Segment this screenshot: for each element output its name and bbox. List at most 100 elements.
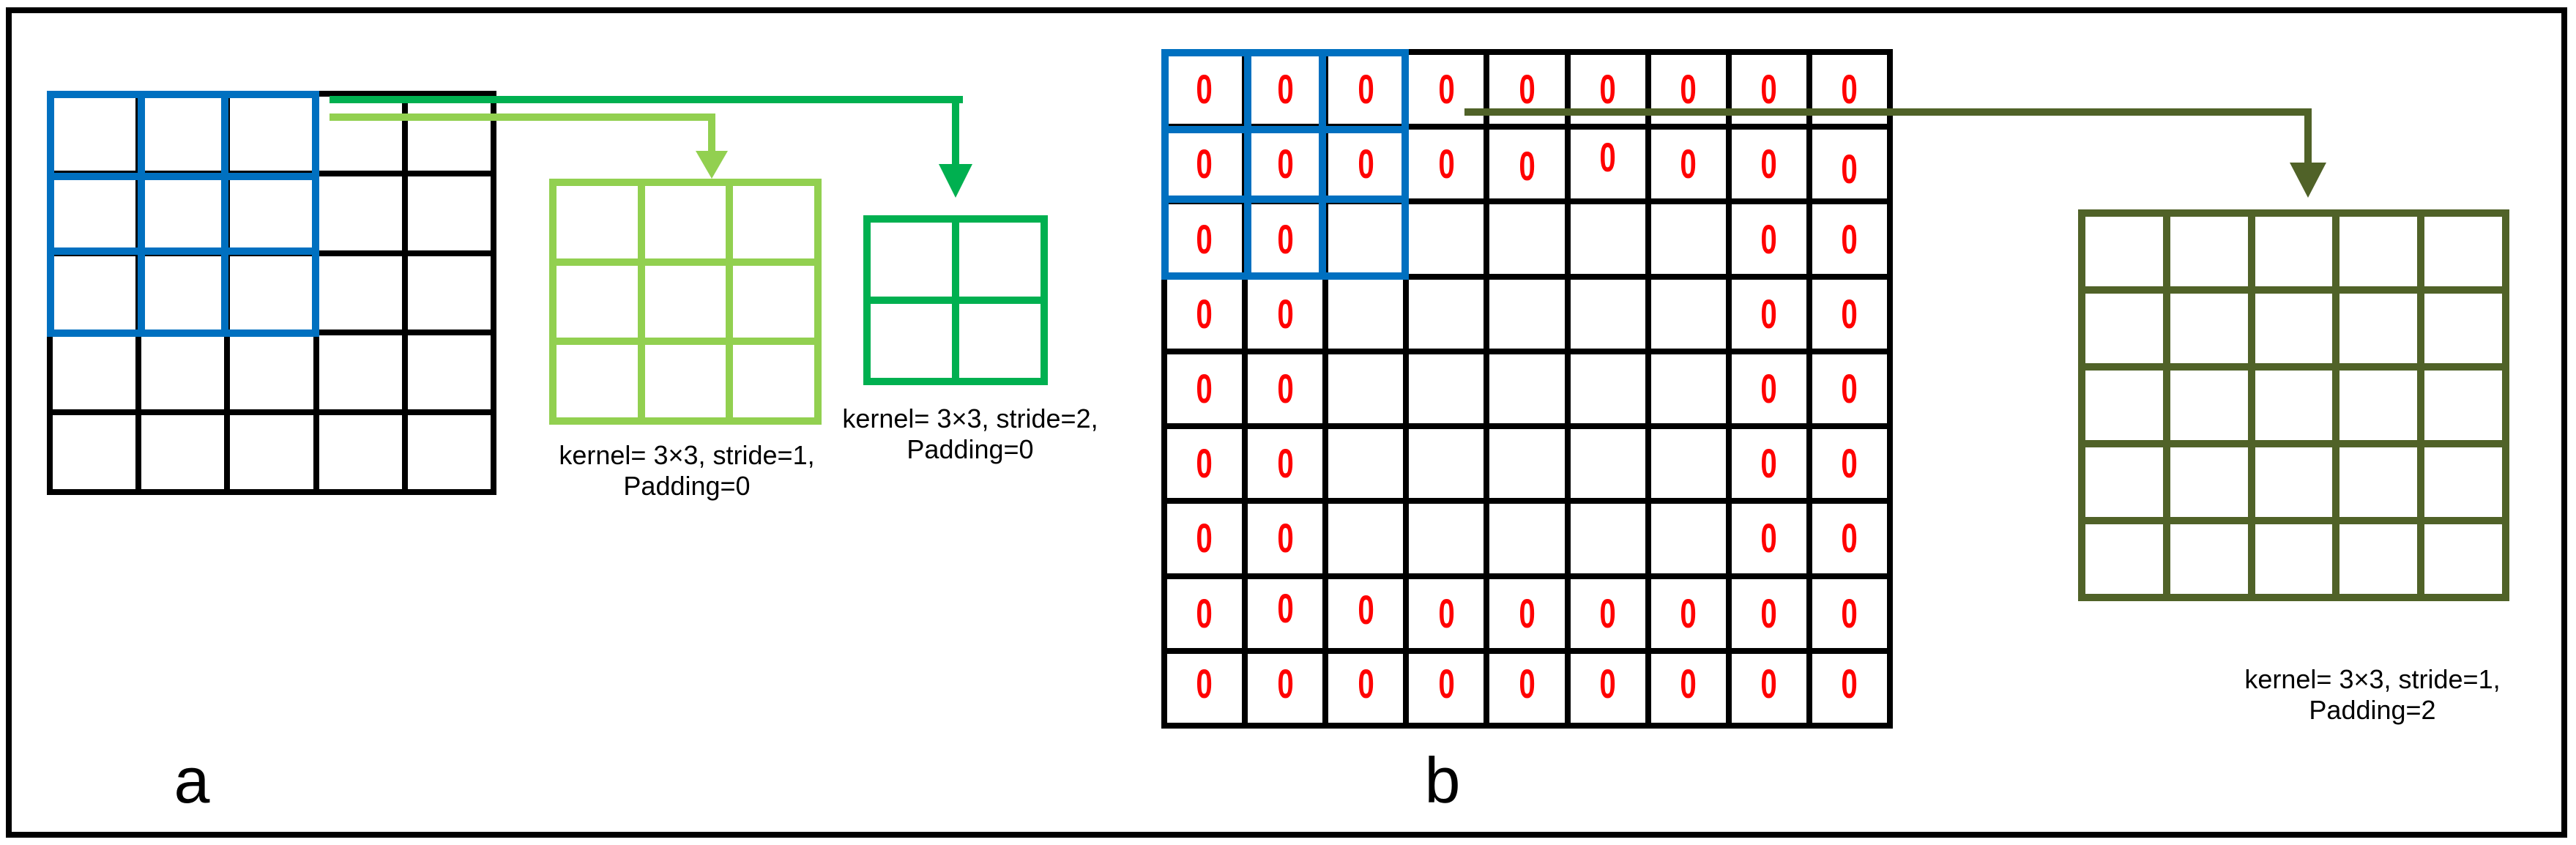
grid-cell: 0 (1248, 429, 1323, 499)
grid-cell (319, 97, 402, 171)
zero-value: 0 (1680, 589, 1697, 636)
grid-cell: 0 (1812, 504, 1887, 573)
grid-cell (141, 415, 225, 489)
grid-cell (141, 335, 225, 410)
zero-value: 0 (1196, 589, 1213, 636)
grid-cell (1328, 279, 1404, 349)
grid-cell (407, 335, 491, 410)
arrow-stride2-head-icon (939, 164, 972, 198)
grid-cell: 0 (1812, 429, 1887, 499)
caption-stride2: kernel= 3×3, stride=2, Padding=0 (842, 403, 1098, 465)
grid-cell (959, 304, 1041, 378)
grid-cell (733, 345, 814, 417)
zero-value: 0 (1760, 141, 1778, 187)
zero-value: 0 (1841, 660, 1858, 707)
caption-stride1-line2: Padding=0 (623, 471, 751, 501)
arrow-line-stride2 (330, 96, 963, 103)
zero-value: 0 (1438, 141, 1455, 187)
zero-value: 0 (1276, 515, 1294, 562)
grid-cell: 0 (1731, 504, 1806, 573)
grid-cell (1570, 279, 1645, 349)
grid-cell: 0 (1489, 578, 1565, 648)
zero-value: 0 (1760, 215, 1778, 262)
grid-cell: 0 (1167, 653, 1243, 723)
zero-value: 0 (1680, 66, 1697, 113)
grid-cell (53, 335, 136, 410)
zero-value: 0 (1599, 134, 1616, 181)
grid-cell (230, 415, 313, 489)
grid-cell: 0 (1409, 130, 1484, 199)
grid-cell: 0 (1248, 354, 1323, 424)
grid-cell: 0 (1731, 429, 1806, 499)
caption-padded: kernel= 3×3, stride=1, Padding=2 (2244, 664, 2500, 726)
grid-cell (1650, 504, 1726, 573)
grid-cell (1650, 204, 1726, 274)
grid-cell (1570, 429, 1645, 499)
grid-cell (1570, 354, 1645, 424)
zero-value: 0 (1841, 515, 1858, 562)
grid-cell (2255, 294, 2333, 363)
grid-cell (1489, 504, 1565, 573)
grid-cell (556, 186, 638, 258)
grid-cell: 0 (1489, 653, 1565, 723)
zero-value: 0 (1519, 66, 1535, 113)
kernel-window-a (47, 91, 319, 337)
grid-cell (1409, 354, 1484, 424)
grid-cell (319, 415, 402, 489)
grid-cell (407, 176, 491, 250)
caption-stride1-line1: kernel= 3×3, stride=1, (559, 440, 815, 470)
zero-value: 0 (1680, 660, 1697, 707)
grid-cell (556, 265, 638, 338)
grid-cell (1570, 204, 1645, 274)
grid-cell (1409, 429, 1484, 499)
arrow-line-padded (1464, 108, 2312, 116)
zero-value: 0 (1276, 290, 1294, 337)
grid-cell (871, 304, 952, 378)
grid-cell (2255, 217, 2333, 286)
grid-cell: 0 (1731, 204, 1806, 274)
grid-cell (644, 265, 726, 338)
grid-cell (2339, 294, 2418, 363)
grid-cell (2424, 217, 2502, 286)
zero-value: 0 (1760, 515, 1778, 562)
grid-cell: 0 (1248, 279, 1323, 349)
grid-cell (2085, 371, 2163, 440)
output-grid-stride2 (863, 215, 1048, 385)
grid-cell: 0 (1812, 279, 1887, 349)
grid-cell (2085, 447, 2163, 517)
zero-value: 0 (1196, 660, 1213, 707)
grid-cell (2170, 217, 2248, 286)
grid-cell (2424, 524, 2502, 594)
zero-value: 0 (1599, 66, 1616, 113)
zero-value: 0 (1841, 440, 1858, 487)
grid-cell: 0 (1650, 578, 1726, 648)
zero-value: 0 (1358, 586, 1374, 633)
grid-cell (319, 256, 402, 330)
output-grid-stride1 (549, 179, 822, 425)
grid-cell (2424, 294, 2502, 363)
grid-cell (2424, 447, 2502, 517)
arrow-line-stride1-vertical (708, 113, 715, 154)
grid-cell (2170, 524, 2248, 594)
output-grid-padded (2078, 209, 2509, 601)
zero-value: 0 (1841, 215, 1858, 262)
kernel-window-b (1161, 49, 1409, 280)
zero-value: 0 (1519, 589, 1535, 636)
grid-cell (644, 186, 726, 258)
grid-cell (2339, 524, 2418, 594)
grid-cell: 0 (1248, 578, 1323, 648)
grid-cell: 0 (1248, 504, 1323, 573)
grid-cell (871, 223, 952, 297)
grid-cell (53, 415, 136, 489)
grid-cell (1489, 279, 1565, 349)
grid-cell (2424, 371, 2502, 440)
grid-cell (2255, 447, 2333, 517)
grid-cell (2255, 371, 2333, 440)
caption-stride2-line1: kernel= 3×3, stride=2, (842, 403, 1098, 433)
grid-cell: 0 (1812, 653, 1887, 723)
grid-cell (2339, 217, 2418, 286)
zero-value: 0 (1841, 66, 1858, 113)
grid-cell (407, 256, 491, 330)
grid-cell (2085, 294, 2163, 363)
